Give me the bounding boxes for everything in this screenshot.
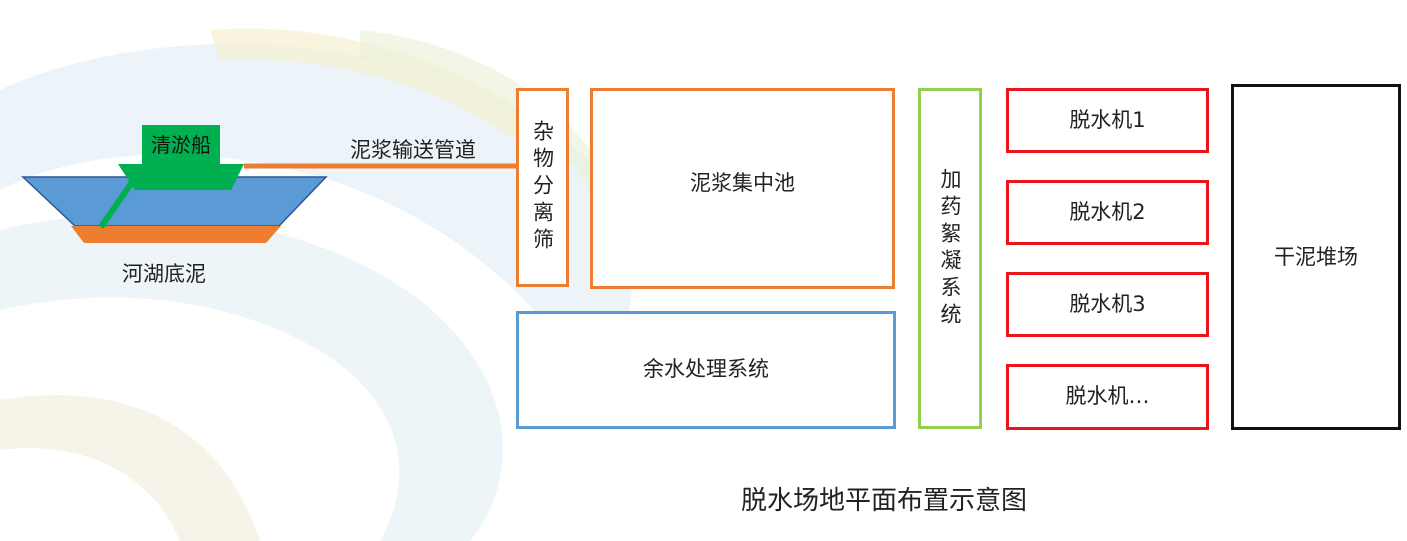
dry-mud-storage-label: 干泥堆场 — [1274, 245, 1358, 269]
dewaterer-label: 脱水机2 — [1069, 199, 1146, 224]
dry-mud-storage-box: 干泥堆场 — [1231, 84, 1401, 430]
water-treatment-box: 余水处理系统 — [516, 311, 896, 429]
pipeline-label: 泥浆输送管道 — [350, 138, 476, 162]
dewaterer-2: 脱水机2 — [1006, 180, 1209, 245]
dewaterer-1: 脱水机1 — [1006, 88, 1209, 153]
dewaterer-more: 脱水机… — [1006, 364, 1209, 430]
river-label: 河湖底泥 — [122, 262, 206, 286]
boat-hull — [118, 164, 244, 190]
boat-cabin — [142, 125, 220, 165]
dewaterer-label: 脱水机1 — [1069, 107, 1146, 132]
slurry-pool-label: 泥浆集中池 — [690, 170, 795, 195]
separator-screen-box: 杂物分离筛 — [516, 88, 569, 287]
diagram-title: 脱水场地平面布置示意图 — [741, 486, 1028, 516]
dewaterer-label: 脱水机… — [1065, 384, 1150, 408]
dewaterer-3: 脱水机3 — [1006, 272, 1209, 337]
flocculation-label: 加药絮凝系统 — [938, 167, 962, 330]
separator-screen-label: 杂物分离筛 — [530, 120, 555, 255]
boat-label: 清淤船 — [151, 132, 211, 157]
water-treatment-label: 余水处理系统 — [643, 357, 769, 381]
flocculation-box: 加药絮凝系统 — [918, 88, 982, 429]
river-mud — [71, 226, 281, 243]
slurry-pool-box: 泥浆集中池 — [590, 88, 895, 289]
dewaterer-label: 脱水机3 — [1069, 291, 1146, 316]
